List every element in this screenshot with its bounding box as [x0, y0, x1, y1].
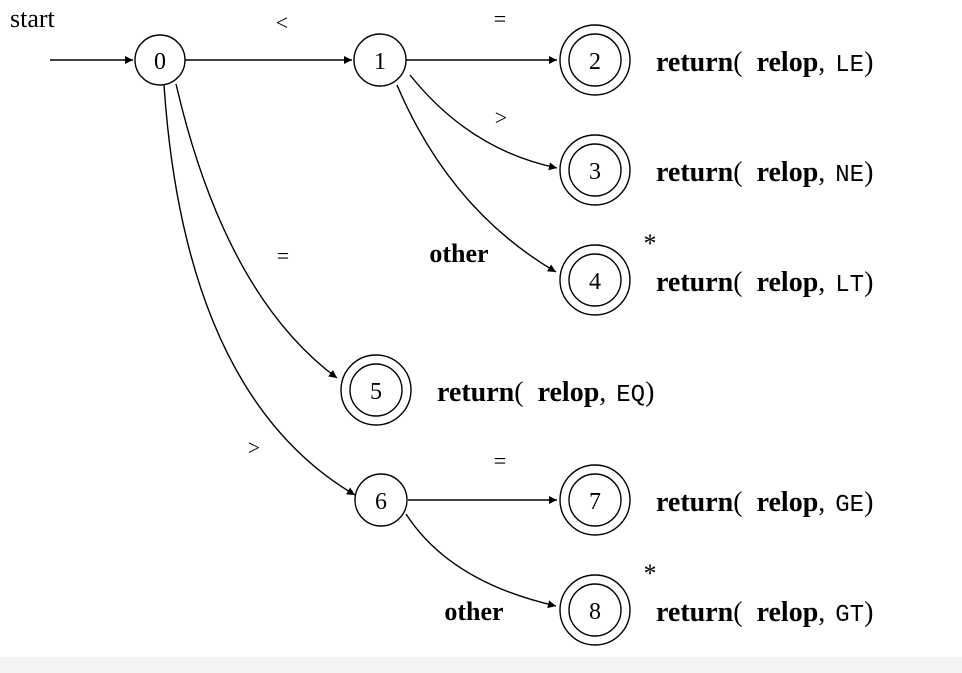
retract-star-8: * [644, 559, 657, 588]
state-3-label: 3 [589, 159, 601, 185]
return-action-5: return(relop,EQ) [437, 377, 654, 409]
state-0: 0 [134, 34, 186, 86]
state-2: 2 [559, 24, 631, 96]
transition-diagram: start < = > other = > = other 0 1 2 3 4 … [0, 0, 962, 657]
return-action-7: return(relop,GE) [656, 487, 873, 519]
edge-6-8 [405, 513, 557, 609]
svg-text:return(relop,NE): return(relop,NE) [656, 157, 873, 189]
edge-1-4 [396, 84, 557, 273]
edge-label-6-8: other [444, 597, 503, 626]
state-7: 7 [559, 464, 631, 536]
state-3: 3 [559, 134, 631, 206]
state-6: 6 [354, 473, 408, 527]
state-2-label: 2 [589, 49, 601, 75]
state-7-label: 7 [589, 489, 601, 515]
state-8: 8 * [559, 559, 657, 646]
return-action-4: return(relop,LT) [656, 267, 873, 299]
svg-text:return(relop,GE): return(relop,GE) [656, 487, 873, 519]
svg-text:return(relop,GT): return(relop,GT) [656, 597, 873, 629]
edge-label-0-6: > [248, 435, 260, 460]
edge-label-1-3: > [495, 105, 507, 130]
diagram-svg: start < = > other = > = other 0 1 2 3 4 … [10, 4, 873, 646]
return-action-3: return(relop,NE) [656, 157, 873, 189]
return-action-2: return(relop,LE) [656, 47, 873, 79]
edge-label-1-2: = [494, 6, 506, 31]
start-label: start [10, 4, 56, 33]
state-6-label: 6 [375, 489, 387, 515]
edge-1-3 [409, 74, 558, 171]
edge-label-1-4: other [429, 239, 488, 268]
state-5-label: 5 [370, 379, 382, 405]
state-1: 1 [353, 33, 407, 87]
state-4: 4 * [559, 229, 657, 316]
state-8-label: 8 [589, 599, 601, 625]
return-action-8: return(relop,GT) [656, 597, 873, 629]
state-5: 5 [340, 354, 412, 426]
svg-text:return(relop,EQ): return(relop,EQ) [437, 377, 654, 409]
state-1-label: 1 [374, 49, 386, 75]
svg-text:return(relop,LE): return(relop,LE) [656, 47, 873, 79]
state-0-label: 0 [154, 49, 166, 75]
edge-0-6 [163, 84, 356, 496]
retract-star-4: * [644, 229, 657, 258]
edge-label-0-1: < [276, 10, 288, 35]
state-4-label: 4 [589, 269, 601, 295]
edge-label-6-7: = [494, 448, 506, 473]
svg-text:return(relop,LT): return(relop,LT) [656, 267, 873, 299]
edge-0-5 [175, 83, 338, 379]
edge-label-0-5: = [277, 243, 289, 268]
